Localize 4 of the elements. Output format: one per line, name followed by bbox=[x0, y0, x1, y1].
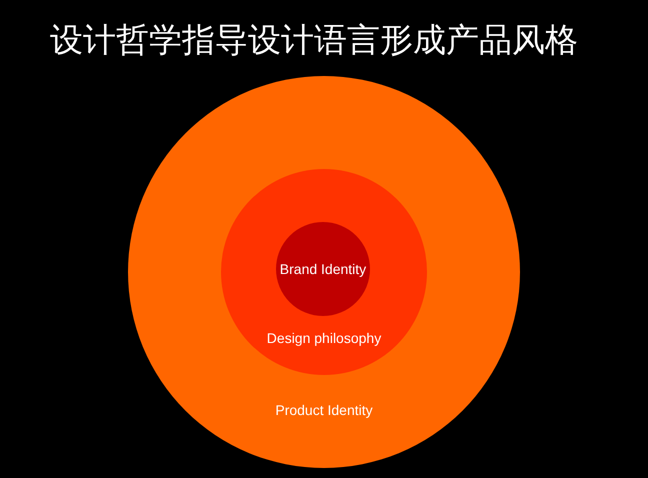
circle-label: Design philosophy bbox=[266, 330, 382, 346]
circle-label: Brand Identity bbox=[280, 261, 366, 277]
title: 设计哲学指导设计语言形成产品风格 bbox=[50, 20, 578, 60]
circle-label: Product Identity bbox=[275, 402, 373, 418]
